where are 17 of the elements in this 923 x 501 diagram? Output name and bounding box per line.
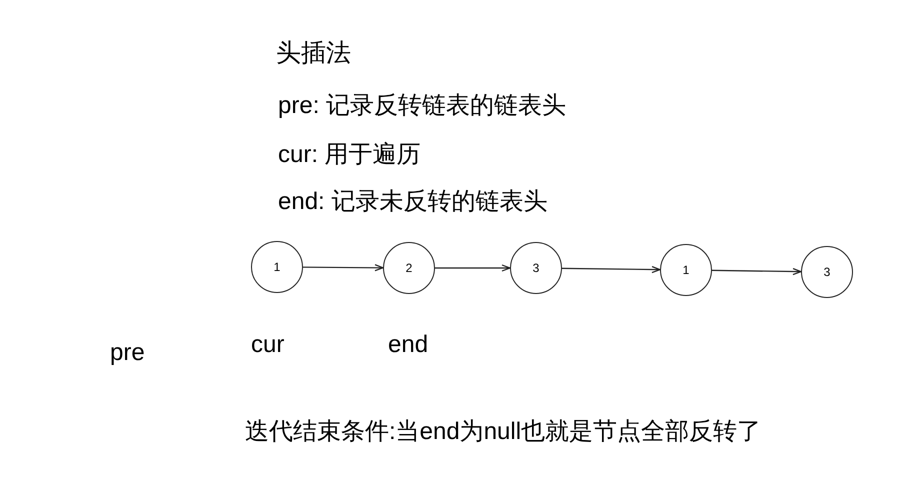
description-line: pre: 记录反转链表的链表头 [278,92,566,121]
description-line: end: 记录未反转的链表头 [278,188,548,217]
heading: 头插法 [276,38,351,68]
pointer-label: end [388,331,428,360]
list-node-circle: 2 [383,242,435,294]
pointer-label: pre [110,339,145,368]
list-node-circle: 1 [251,241,303,293]
list-node-circle: 3 [801,246,853,298]
list-node-circle: 1 [660,244,712,296]
list-node-circle: 3 [510,242,562,294]
arrow [303,264,384,272]
pointer-label: cur [251,331,284,360]
arrow [562,266,661,274]
arrow [712,268,802,276]
arrow [435,264,511,272]
description-line: cur: 用于遍历 [278,141,421,170]
condition-text: 迭代结束条件:当end为null也就是节点全部反转了 [245,418,762,447]
